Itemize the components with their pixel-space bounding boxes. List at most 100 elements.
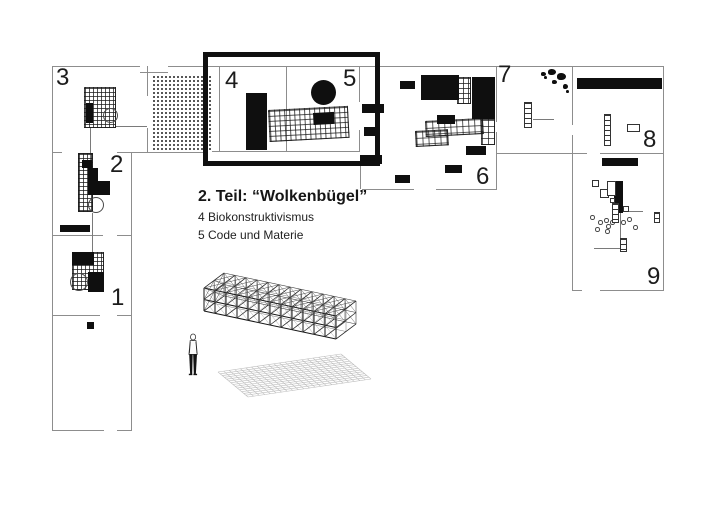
small-circle <box>627 217 632 222</box>
wall-segment <box>219 66 221 152</box>
wall-segment <box>131 152 133 431</box>
ink-blob <box>548 69 556 75</box>
wall-segment <box>496 66 498 122</box>
wall-segment <box>436 189 497 191</box>
small-circle <box>590 215 595 220</box>
grid-strip <box>654 212 660 223</box>
wall-segment <box>52 235 103 237</box>
wall-segment <box>496 153 587 155</box>
plan-element-black <box>360 155 382 164</box>
wall-segment <box>663 66 665 291</box>
title-block: 2. Teil: “Wolkenbügel” 4 Biokonstruktivi… <box>198 188 367 242</box>
thin-line <box>533 119 554 120</box>
wall-segment <box>496 132 498 189</box>
plan-element-black <box>602 158 638 166</box>
plan-element-black <box>362 104 384 113</box>
plan-element-black <box>88 181 110 195</box>
thin-line <box>115 126 147 127</box>
small-circle <box>633 225 638 230</box>
plan-element-black <box>395 175 410 183</box>
small-circle <box>605 229 610 234</box>
person-leg-left <box>189 354 193 375</box>
thin-line <box>90 128 91 168</box>
section-item-5: 5 Code und Materie <box>198 228 304 242</box>
grid-strip <box>612 203 619 223</box>
wall-segment <box>362 189 414 191</box>
wall-segment <box>572 135 574 290</box>
plan-element-black <box>86 103 93 123</box>
grid-strip <box>604 114 611 146</box>
room-label-5: 5 <box>343 65 357 92</box>
grid-hatch-room6 <box>481 119 495 145</box>
room-label-4: 4 <box>225 67 239 94</box>
room-label-3: 3 <box>56 64 70 91</box>
plan-element-black <box>614 181 623 213</box>
section-highlight-frame <box>203 52 380 166</box>
black-circle <box>311 80 336 105</box>
person-arms <box>189 341 198 354</box>
grid-strip <box>524 102 532 128</box>
wall-segment <box>359 130 361 152</box>
wall-segment <box>52 152 62 154</box>
wall-segment <box>147 66 149 96</box>
wall-segment <box>147 128 149 152</box>
small-square <box>623 206 629 212</box>
thin-line <box>92 213 93 252</box>
wall-segment <box>360 164 362 189</box>
room-label-1: 1 <box>111 284 125 311</box>
wall-segment <box>168 66 664 68</box>
wall-segment <box>117 315 132 317</box>
person-foot <box>193 373 198 376</box>
plan-element-black <box>88 272 104 292</box>
plan-element-black <box>60 225 90 232</box>
small-circle <box>598 220 603 225</box>
plan-element-black <box>82 160 92 168</box>
room-label-2: 2 <box>110 151 124 178</box>
plan-element-black <box>246 93 267 150</box>
person-jacket <box>188 340 198 355</box>
section-item-4: 4 Biokonstruktivismus <box>198 210 315 224</box>
plan-element-black <box>87 322 94 329</box>
small-circle <box>595 227 600 232</box>
ink-blob <box>566 90 569 93</box>
room-label-6: 6 <box>476 163 490 190</box>
human-figure <box>188 333 198 376</box>
grid-hatch-room6 <box>415 129 449 147</box>
small-circle <box>621 220 626 225</box>
plan-element-black <box>400 81 415 89</box>
wall-segment <box>117 235 132 237</box>
plan-element-black <box>445 165 462 173</box>
small-circle <box>606 224 611 229</box>
room-label-9: 9 <box>647 263 661 290</box>
wall-segment <box>52 66 140 68</box>
ground-hatch <box>217 353 372 398</box>
plan-element-black <box>421 75 459 100</box>
plan-element-black <box>466 146 486 155</box>
plan-element-black <box>72 252 94 265</box>
circle-outline <box>88 197 104 213</box>
person-head <box>190 333 197 341</box>
ink-blob <box>541 72 546 76</box>
ink-blob <box>563 84 568 89</box>
ink-blob <box>552 80 557 84</box>
small-square <box>607 181 616 196</box>
wall-segment <box>140 72 168 74</box>
plan-element-black <box>364 127 380 136</box>
small-circle <box>604 218 609 223</box>
room-label-8: 8 <box>643 126 657 153</box>
dot-field <box>152 75 213 150</box>
wall-segment <box>52 315 100 317</box>
room-label-7: 7 <box>498 61 512 88</box>
section-title: 2. Teil: “Wolkenbügel” <box>198 188 368 205</box>
thin-line <box>620 211 643 212</box>
grid-strip <box>620 238 627 252</box>
grid-hatch-room6 <box>457 77 471 104</box>
wall-segment <box>359 66 361 102</box>
ink-blob <box>544 76 547 79</box>
plan-element-black <box>472 77 495 119</box>
wireframe-structure <box>203 272 357 340</box>
wall-segment <box>52 430 104 432</box>
thin-line <box>594 248 620 249</box>
small-square <box>627 124 640 132</box>
wall-segment <box>117 430 132 432</box>
